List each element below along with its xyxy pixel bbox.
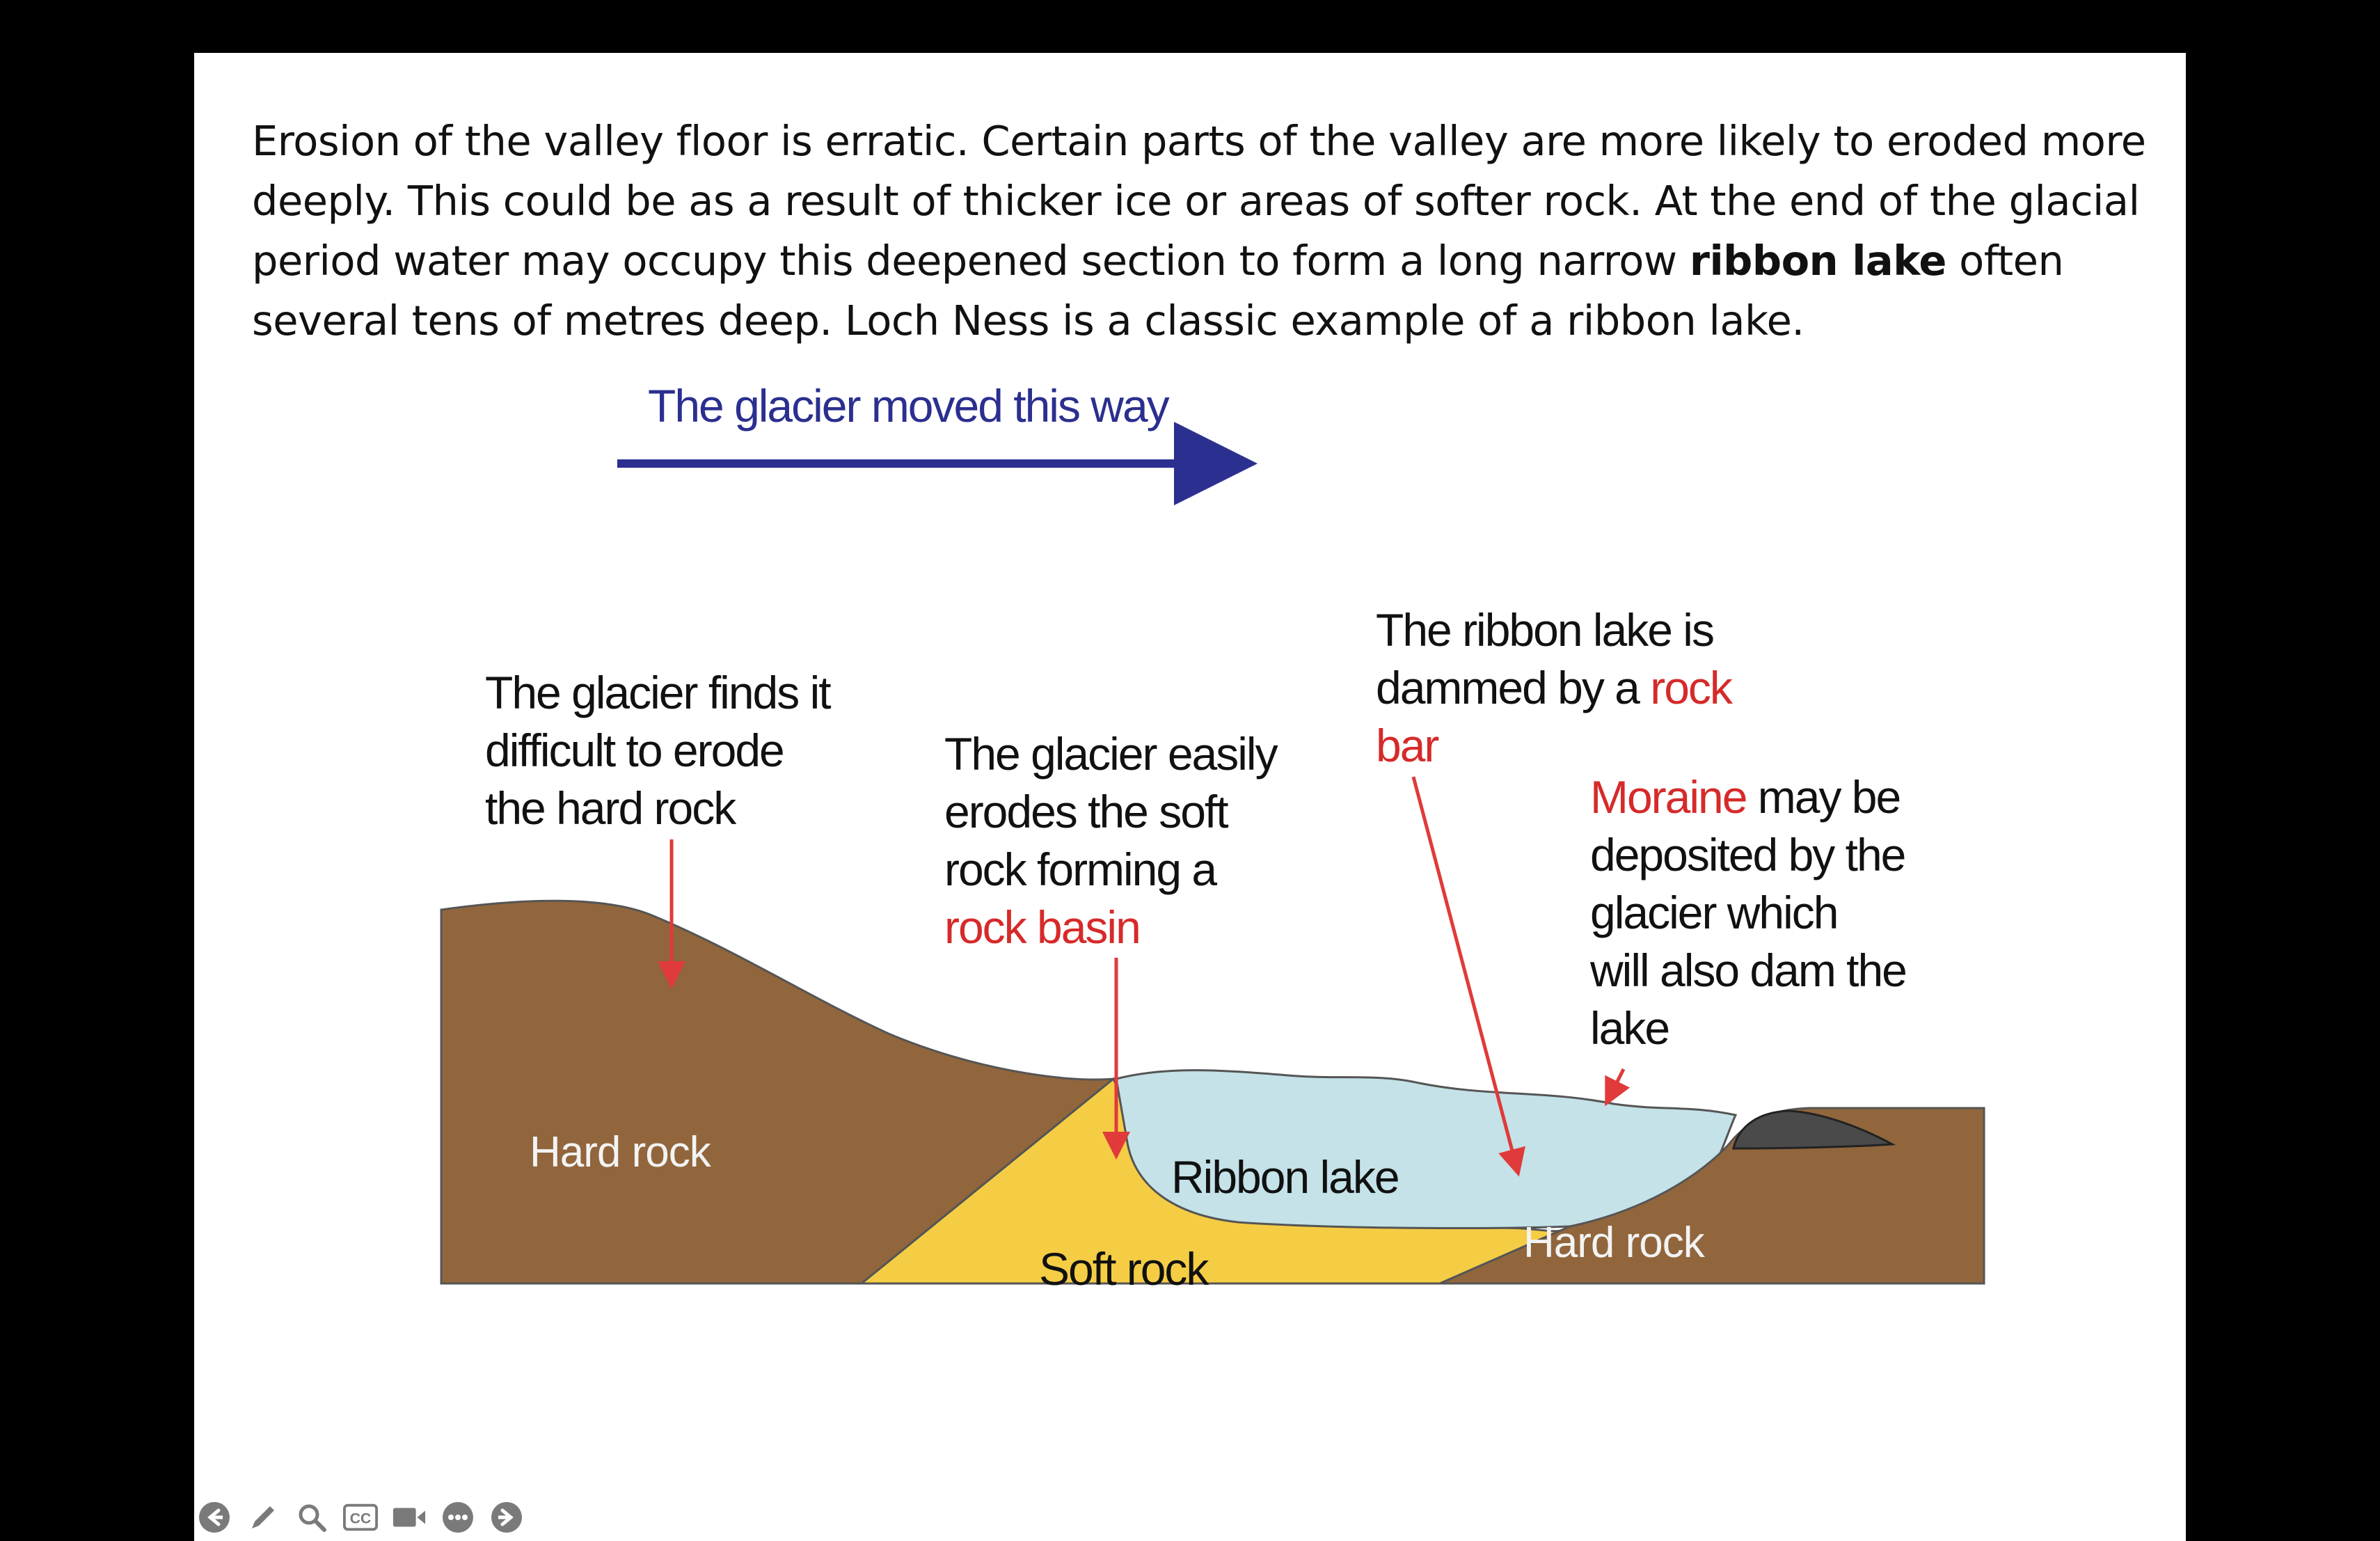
rock-basin-term: rock basin <box>944 901 1140 953</box>
moraine-pointer <box>1605 1068 1631 1107</box>
ribbon-lake-diagram: The glacier moved this way Hard rock Har… <box>440 380 1985 1295</box>
moraine-note-line4: will also dam the <box>1589 945 1906 996</box>
zoom-icon[interactable] <box>294 1500 329 1535</box>
hard-rock-note-line3: the hard rock <box>485 782 737 834</box>
moraine-note-line5: lake <box>1590 1002 1669 1054</box>
direction-label: The glacier moved this way <box>648 380 1170 432</box>
moraine-note-line3: glacier which <box>1590 887 1838 938</box>
hard-rock-note: The glacier finds it difficult to erode … <box>485 667 832 834</box>
moraine-note-line2: deposited by the <box>1590 829 1905 880</box>
moraine-term: Moraine <box>1590 771 1746 823</box>
ribbon-lake-label: Ribbon lake <box>1171 1151 1399 1203</box>
soft-rock-note-line2: erodes the soft <box>944 786 1228 837</box>
ribbon-lake-water <box>1115 1069 1738 1229</box>
presentation-toolbar: CC <box>197 1496 524 1538</box>
arrow-right-icon[interactable] <box>489 1500 524 1535</box>
soft-rock-note: The glacier easily erodes the soft rock … <box>944 728 1280 953</box>
arrow-left-icon[interactable] <box>197 1500 232 1535</box>
hard-rock-right <box>1439 1107 1985 1285</box>
rock-bar-note-line1: The ribbon lake is <box>1376 604 1713 656</box>
rock-term: rock <box>1650 662 1734 713</box>
moraine-note: Moraine may be deposited by the glacier … <box>1589 771 1907 1054</box>
slide: Erosion of the valley floor is erratic. … <box>194 53 2186 1541</box>
soft-rock-label: Soft rock <box>1039 1243 1209 1295</box>
bar-term: bar <box>1376 720 1438 771</box>
captions-icon-text: CC <box>350 1511 372 1527</box>
rock-bar-note-line2-text: dammed by a <box>1376 662 1650 713</box>
intro-bold-term: ribbon lake <box>1689 237 1947 285</box>
pen-icon[interactable] <box>246 1500 280 1535</box>
intro-paragraph: Erosion of the valley floor is erratic. … <box>252 111 2173 351</box>
intro-text-part2: often several tens of metres deep. Loch … <box>252 237 2064 345</box>
more-icon[interactable] <box>441 1500 475 1535</box>
soft-rock-note-line1: The glacier easily <box>944 728 1278 780</box>
soft-rock-note-line3: rock forming a <box>944 844 1217 895</box>
rock-bar-pointer <box>1411 776 1525 1177</box>
moraine-note-line1-rest: may be <box>1746 771 1900 823</box>
video-icon[interactable] <box>392 1500 427 1535</box>
hard-rock-right-label: Hard rock <box>1523 1219 1706 1267</box>
hard-rock-note-line2: difficult to erode <box>485 725 784 776</box>
moraine-deposit <box>1732 1109 1896 1150</box>
moraine-note-line1: Moraine may be <box>1590 771 1900 823</box>
hard-rock-note-line1: The glacier finds it <box>485 667 831 718</box>
rock-bar-note: The ribbon lake is dammed by a rock bar <box>1376 604 1735 771</box>
hard-rock-left <box>440 899 1117 1285</box>
intro-text-part1: Erosion of the valley floor is erratic. … <box>252 117 2146 285</box>
rock-bar-note-line2: dammed by a rock <box>1376 662 1734 713</box>
hard-rock-left-label: Hard rock <box>530 1128 712 1176</box>
captions-icon[interactable]: CC <box>343 1500 378 1535</box>
